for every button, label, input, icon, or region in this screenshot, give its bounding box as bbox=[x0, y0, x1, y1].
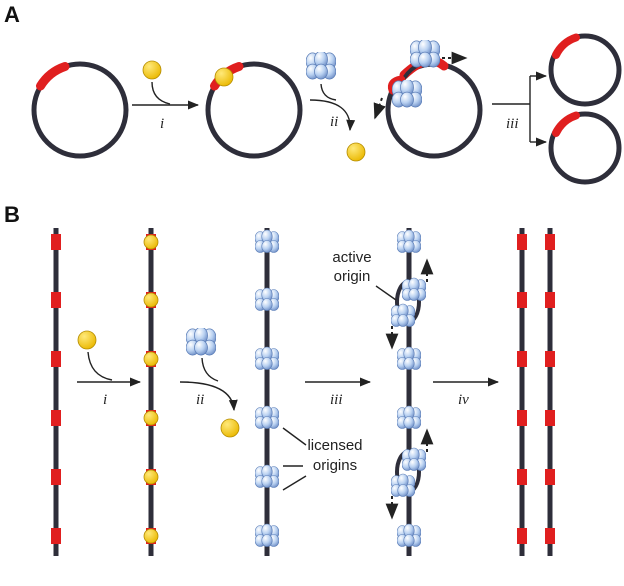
mcm-helicase-icon bbox=[402, 277, 426, 301]
pointer-line bbox=[375, 285, 397, 301]
step-b-ii: ii bbox=[179, 328, 240, 438]
step-b-i: i bbox=[77, 330, 142, 408]
origin-block bbox=[517, 469, 527, 485]
mcm-helicase-icon bbox=[391, 473, 415, 497]
step-arrow bbox=[309, 99, 356, 132]
daughter-plasmid-bottom bbox=[548, 111, 622, 185]
plasmid-1 bbox=[31, 61, 129, 159]
origin-block bbox=[552, 33, 580, 59]
mcm-helicase-icon bbox=[255, 405, 279, 429]
curve-in bbox=[151, 81, 171, 105]
step-label-iv: iv bbox=[458, 392, 469, 408]
step-a-iii: iii bbox=[492, 71, 548, 147]
origin-block bbox=[51, 351, 61, 367]
orc-icon bbox=[143, 469, 159, 485]
orc-icon bbox=[143, 410, 159, 426]
step-arrow bbox=[179, 381, 238, 412]
orc-icon bbox=[346, 142, 366, 162]
origin-block bbox=[51, 234, 61, 250]
curve-in bbox=[87, 351, 113, 381]
orc-icon bbox=[142, 60, 162, 80]
origin-block bbox=[545, 292, 555, 308]
step-label-i: i bbox=[160, 116, 164, 132]
mcm-helicase-icon bbox=[392, 80, 422, 108]
step-a-ii: ii bbox=[306, 52, 366, 162]
origin-block bbox=[36, 62, 70, 91]
curve-in bbox=[201, 357, 219, 382]
chromosome-col-3 bbox=[255, 228, 279, 556]
step-a-i: i bbox=[132, 60, 200, 132]
mcm-helicase-icon bbox=[402, 447, 426, 471]
origin-block bbox=[552, 111, 580, 137]
orc-icon bbox=[214, 67, 234, 87]
chromosome-col-5a bbox=[517, 228, 527, 556]
orc-icon bbox=[143, 528, 159, 544]
mcm-helicase-icon bbox=[397, 523, 421, 547]
origin-block bbox=[51, 292, 61, 308]
origin-block bbox=[51, 469, 61, 485]
origin-block bbox=[545, 528, 555, 544]
origin-block bbox=[545, 234, 555, 250]
step-b-iv: iv bbox=[433, 377, 500, 408]
fork-direction-arrow bbox=[373, 97, 386, 120]
plasmid-2 bbox=[205, 61, 303, 159]
plasmid-3 bbox=[373, 40, 483, 159]
chromosome-col-4 bbox=[385, 228, 434, 556]
pointer-line bbox=[282, 427, 307, 446]
orc-icon bbox=[143, 351, 159, 367]
mcm-helicase-icon bbox=[255, 346, 279, 370]
licensed-origins-label: licensed origins bbox=[282, 427, 363, 491]
origin-block bbox=[545, 469, 555, 485]
orc-icon bbox=[77, 330, 97, 350]
mcm-helicase-icon bbox=[255, 464, 279, 488]
mcm-helicase-icon bbox=[255, 287, 279, 311]
mcm-helicase-icon bbox=[397, 229, 421, 253]
mcm-helicase-icon bbox=[397, 346, 421, 370]
chromosome-col-1 bbox=[51, 228, 61, 556]
step-label-iii: iii bbox=[506, 116, 519, 132]
mcm-helicase-icon bbox=[255, 229, 279, 253]
curve-in bbox=[320, 83, 337, 101]
chromosome-col-2 bbox=[143, 228, 159, 556]
mcm-helicase-icon bbox=[391, 303, 415, 327]
mcm-helicase-icon bbox=[306, 52, 336, 80]
pointer-line bbox=[282, 475, 307, 491]
origin-block bbox=[517, 528, 527, 544]
mcm-helicase-icon bbox=[410, 40, 440, 68]
licensed-origins-text-2: origins bbox=[313, 457, 357, 474]
origin-block bbox=[517, 351, 527, 367]
step-label-i: i bbox=[103, 392, 107, 408]
active-origin-label: active origin bbox=[332, 249, 397, 301]
licensed-origins-text-1: licensed bbox=[307, 437, 362, 454]
step-label-ii: ii bbox=[330, 114, 338, 130]
chromosome-col-5b bbox=[545, 228, 555, 556]
mcm-helicase-icon bbox=[186, 328, 216, 356]
orc-icon bbox=[143, 292, 159, 308]
origin-block bbox=[545, 351, 555, 367]
origin-block bbox=[51, 410, 61, 426]
active-origin-text-2: origin bbox=[334, 268, 371, 285]
step-label-iii: iii bbox=[330, 392, 343, 408]
mcm-helicase-icon bbox=[397, 405, 421, 429]
step-b-iii: iii bbox=[305, 377, 372, 408]
panel-letter-b: B bbox=[4, 202, 20, 227]
origin-block bbox=[51, 528, 61, 544]
origin-block bbox=[517, 292, 527, 308]
origin-block bbox=[517, 234, 527, 250]
daughter-plasmid-top bbox=[548, 33, 622, 107]
active-origin-text-1: active bbox=[332, 249, 371, 266]
orc-icon bbox=[143, 234, 159, 250]
panel-letter-a: A bbox=[4, 2, 20, 27]
mcm-helicase-icon bbox=[255, 523, 279, 547]
origin-block bbox=[517, 410, 527, 426]
step-label-ii: ii bbox=[196, 392, 204, 408]
orc-icon bbox=[220, 418, 240, 438]
origin-block bbox=[545, 410, 555, 426]
